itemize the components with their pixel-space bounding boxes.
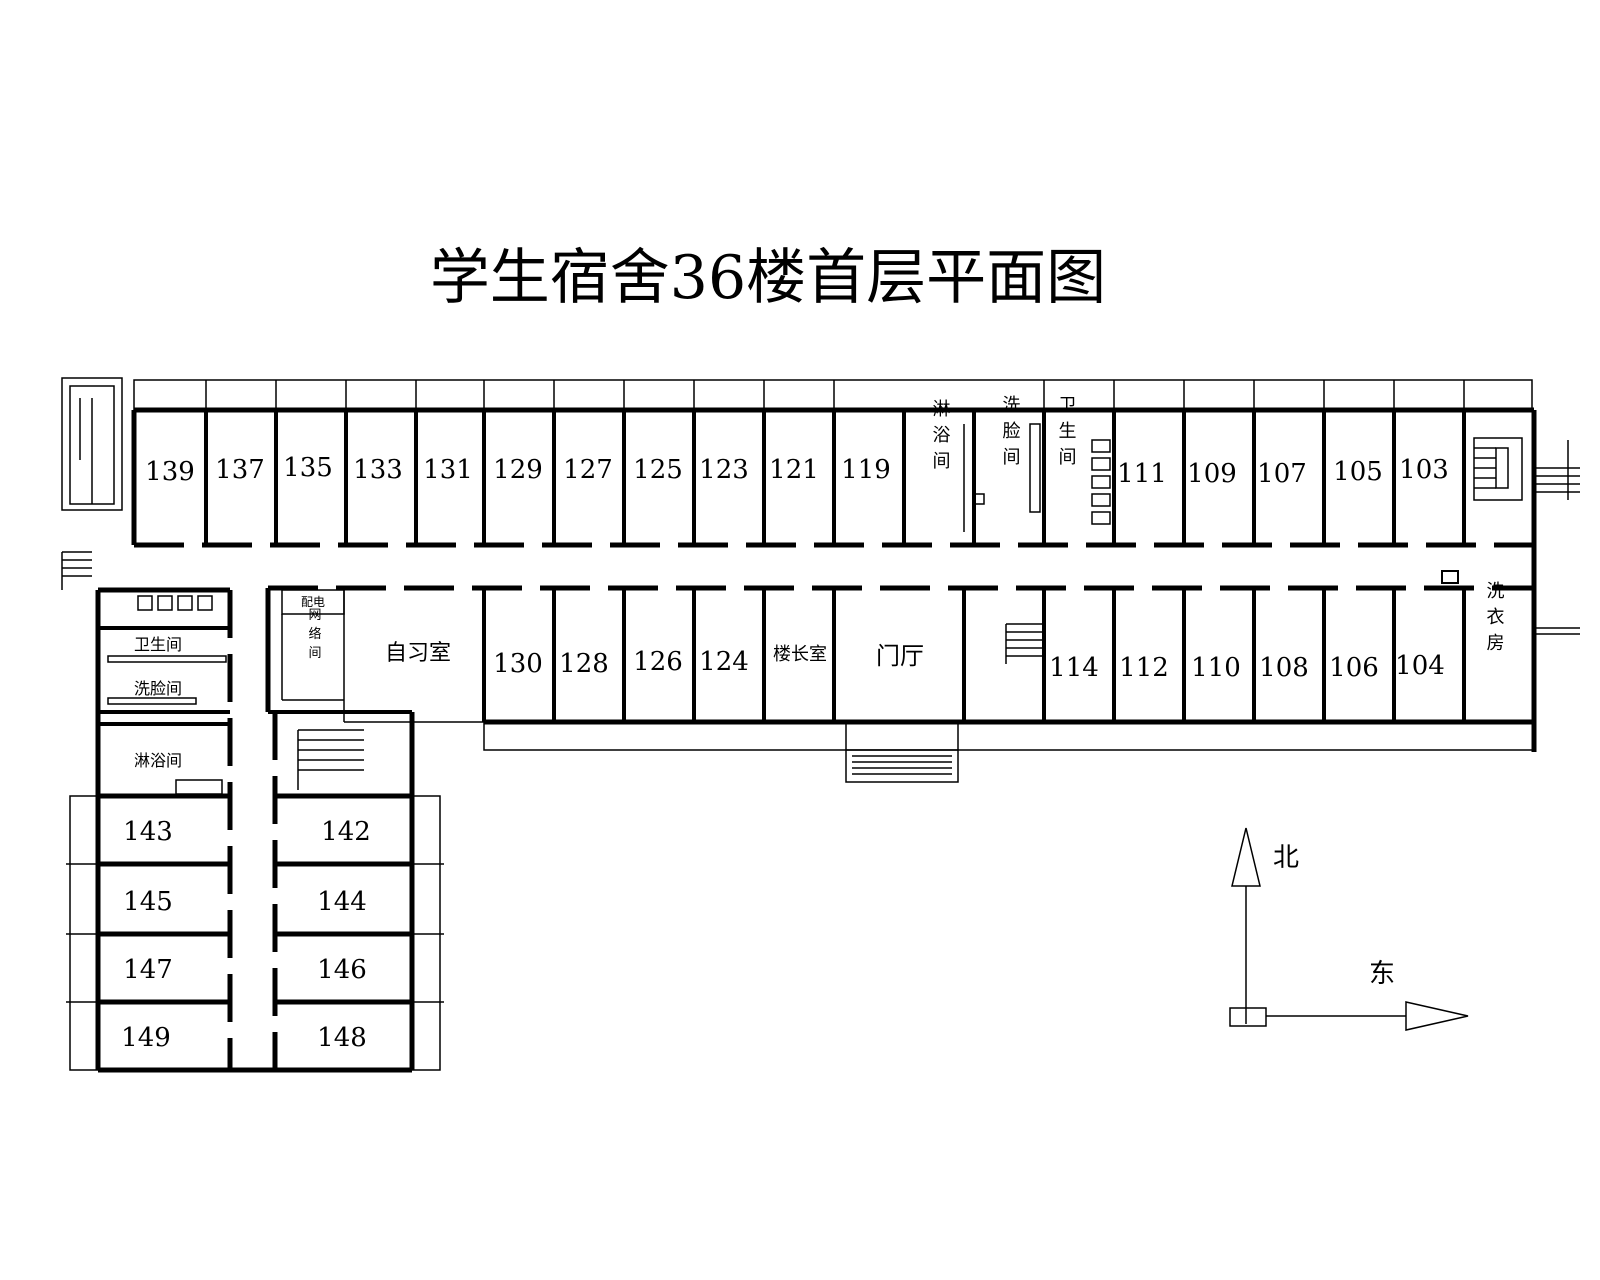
room-labels-south: 130 128 126 124 114 112 110 108 106 104 xyxy=(493,647,1445,683)
east-arrow-icon xyxy=(1405,1001,1469,1031)
room-119: 119 xyxy=(841,455,891,485)
room-123: 123 xyxy=(699,455,749,485)
room-labels-wing: 143 145 147 149 142 144 146 148 xyxy=(121,817,371,1053)
network-room-label: 网络间 xyxy=(306,608,322,665)
toilet-north-label: 卫生间 xyxy=(1056,395,1077,473)
room-121: 121 xyxy=(769,455,819,485)
compass-east-label: 东 xyxy=(1369,959,1395,989)
room-105: 105 xyxy=(1333,457,1383,487)
washroom-wing-label: 洗脸间 xyxy=(134,679,182,698)
room-107: 107 xyxy=(1257,459,1307,489)
room-labels-north: 139 137 135 133 131 129 127 125 123 121 … xyxy=(145,453,1449,489)
room-109: 109 xyxy=(1187,459,1237,489)
room-139: 139 xyxy=(145,457,195,487)
plan-title: 学生宿舍36楼首层平面图 xyxy=(430,243,1106,313)
room-114: 114 xyxy=(1049,653,1099,683)
vertical-labels: 淋浴间 洗脸间 卫生间 洗衣房 网络间 xyxy=(306,395,1505,665)
room-126: 126 xyxy=(633,647,683,677)
room-111: 111 xyxy=(1117,459,1167,489)
fixtures-north xyxy=(963,423,1111,532)
compass xyxy=(1229,827,1469,1031)
room-147: 147 xyxy=(123,955,173,985)
room-133: 133 xyxy=(353,455,403,485)
manager-room-label: 楼长室 xyxy=(773,644,827,665)
main-block xyxy=(131,379,1580,783)
room-131: 131 xyxy=(423,455,473,485)
room-149: 149 xyxy=(121,1023,171,1053)
room-129: 129 xyxy=(493,455,543,485)
room-135: 135 xyxy=(283,453,333,483)
room-124: 124 xyxy=(699,647,749,677)
study-room-label: 自习室 xyxy=(385,641,451,666)
toilet-wing-label: 卫生间 xyxy=(134,635,182,654)
laundry-label: 洗衣房 xyxy=(1484,581,1505,659)
room-137: 137 xyxy=(215,455,265,485)
room-125: 125 xyxy=(633,455,683,485)
washroom-north-label: 洗脸间 xyxy=(1000,395,1021,473)
room-145: 145 xyxy=(123,887,173,917)
room-104: 104 xyxy=(1395,651,1445,681)
entrance-steps xyxy=(845,722,959,783)
room-128: 128 xyxy=(559,649,609,679)
stair-west xyxy=(61,377,123,590)
room-106: 106 xyxy=(1329,653,1379,683)
electric-room-label: 配电 xyxy=(301,595,325,609)
function-labels: 自习室 楼长室 门厅 配电 卫生间 洗脸间 淋浴间 xyxy=(134,595,924,770)
room-103: 103 xyxy=(1399,455,1449,485)
stair-lobby xyxy=(1005,623,1044,664)
compass-north-label: 北 xyxy=(1273,843,1299,873)
stair-east xyxy=(1473,437,1580,501)
room-146: 146 xyxy=(317,955,367,985)
room-108: 108 xyxy=(1259,653,1309,683)
west-wing xyxy=(66,587,444,1073)
lobby-label: 门厅 xyxy=(876,642,924,670)
room-143: 143 xyxy=(123,817,173,847)
room-127: 127 xyxy=(563,455,613,485)
north-arrow-icon xyxy=(1231,827,1261,887)
room-112: 112 xyxy=(1119,653,1169,683)
room-148: 148 xyxy=(317,1023,367,1053)
room-130: 130 xyxy=(493,649,543,679)
room-142: 142 xyxy=(321,817,371,847)
room-144: 144 xyxy=(317,887,367,917)
shower-wing-label: 淋浴间 xyxy=(134,751,182,770)
shower-north-label: 淋浴间 xyxy=(930,399,951,477)
room-110: 110 xyxy=(1191,653,1241,683)
